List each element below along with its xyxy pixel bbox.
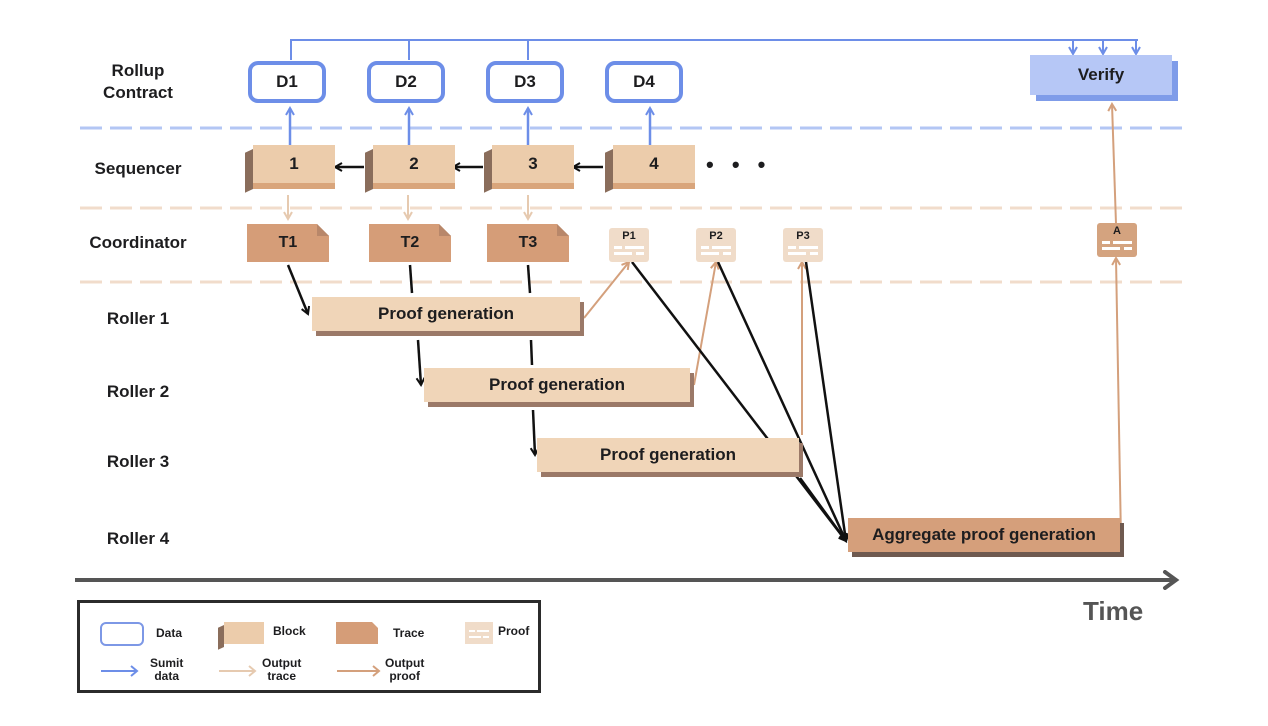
proof-lines-icon bbox=[1102, 241, 1132, 251]
trace-t1: T1 bbox=[247, 224, 329, 262]
legend-output-proof-label: Output proof bbox=[385, 656, 425, 683]
aggregate-proof-label: A bbox=[1113, 225, 1121, 237]
aggregate-proof-a: A bbox=[1097, 223, 1137, 257]
legend-trace-label: Trace bbox=[393, 626, 425, 640]
legend-submit-label: Sumit data bbox=[150, 656, 184, 683]
block-1: 1 bbox=[253, 145, 335, 183]
lane-label-roller-2: Roller 2 bbox=[106, 382, 170, 401]
aggregate-input-p3 bbox=[804, 261, 846, 541]
submit-bus-line bbox=[290, 39, 1138, 60]
trace-t2: T2 bbox=[369, 224, 451, 262]
proof-generation-roller-1: Proof generation bbox=[312, 297, 580, 331]
legend-output-trace-arrow-icon bbox=[219, 665, 257, 677]
aggregate-input-r3 bbox=[798, 477, 848, 542]
data-box-d2: D2 bbox=[367, 61, 445, 103]
lane-label-rollup-contract: Rollup Contract bbox=[103, 61, 173, 102]
proof-lines-icon bbox=[614, 246, 644, 256]
proof-generation-roller-3: Proof generation bbox=[537, 438, 799, 472]
data-box-d3: D3 bbox=[486, 61, 564, 103]
data-box-d1: D1 bbox=[248, 61, 326, 103]
proof-generation-roller-2: Proof generation bbox=[424, 368, 690, 402]
legend: Data Block Trace Proof Sumit data Output… bbox=[77, 600, 541, 693]
lane-label-coordinator: Coordinator bbox=[89, 233, 187, 252]
legend-submit-arrow-icon bbox=[101, 665, 139, 677]
dispatch-arrow-t3 bbox=[526, 264, 532, 294]
proof-lines-icon bbox=[788, 246, 818, 256]
legend-output-proof-arrow-icon bbox=[337, 665, 381, 677]
aggregate-proof-generation-roller-4: Aggregate proof generation bbox=[848, 518, 1120, 552]
legend-block-swatch bbox=[224, 622, 264, 644]
dispatch-arrow-t3b bbox=[529, 339, 534, 366]
legend-data-label: Data bbox=[156, 626, 183, 640]
block-3: 3 bbox=[492, 145, 574, 183]
trace-t3: T3 bbox=[487, 224, 569, 262]
proof-p2-label: P2 bbox=[709, 230, 723, 242]
legend-proof-swatch bbox=[465, 622, 493, 644]
dispatch-arrow-t3c bbox=[533, 409, 535, 455]
more-blocks-ellipsis: • • • bbox=[706, 152, 772, 177]
proof-p3: P3 bbox=[783, 228, 823, 262]
legend-proof-label: Proof bbox=[498, 624, 530, 638]
lane-label-roller-3: Roller 3 bbox=[106, 452, 170, 471]
proof-p3-label: P3 bbox=[796, 230, 810, 242]
verify-box: Verify bbox=[1030, 55, 1172, 95]
legend-output-trace-label: Output trace bbox=[262, 656, 302, 683]
aggregate-input-p2 bbox=[716, 261, 846, 541]
proof-lines-icon bbox=[701, 246, 731, 256]
lane-label-sequencer: Sequencer bbox=[94, 159, 182, 178]
aggregate-input-p1 bbox=[631, 261, 846, 541]
dispatch-arrow-t2b bbox=[418, 339, 421, 385]
output-proof-arrow-p1 bbox=[583, 262, 629, 319]
legend-data-swatch bbox=[100, 622, 144, 646]
proof-p1: P1 bbox=[609, 228, 649, 262]
output-proof-arrow-a bbox=[1116, 258, 1122, 541]
dispatch-arrow-t2 bbox=[408, 264, 414, 294]
data-box-d4: D4 bbox=[605, 61, 683, 103]
output-proof-arrow-p2 bbox=[693, 262, 716, 386]
block-2: 2 bbox=[373, 145, 455, 183]
lane-label-roller-1: Roller 1 bbox=[106, 309, 170, 328]
proof-p1-label: P1 bbox=[622, 230, 636, 242]
block-4: 4 bbox=[613, 145, 695, 183]
time-axis-label: Time bbox=[1083, 596, 1144, 626]
legend-block-label: Block bbox=[273, 624, 306, 638]
proof-p2: P2 bbox=[696, 228, 736, 262]
legend-trace-swatch bbox=[336, 622, 378, 644]
verify-proof-arrow bbox=[1112, 104, 1116, 225]
dispatch-arrow-t1 bbox=[286, 264, 308, 314]
lane-label-roller-4: Roller 4 bbox=[106, 529, 170, 548]
